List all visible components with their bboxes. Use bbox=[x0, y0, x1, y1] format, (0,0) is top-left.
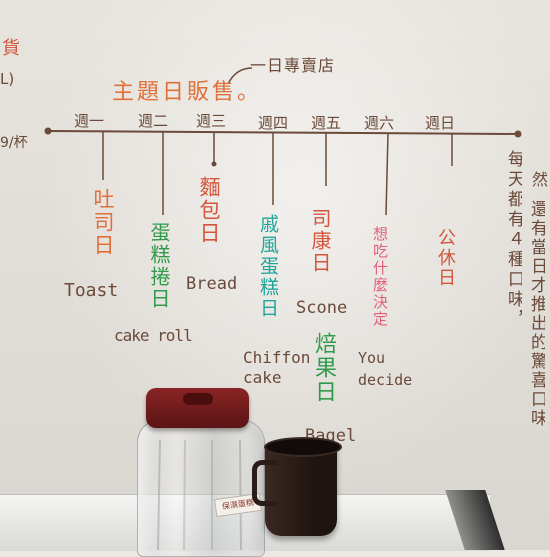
day-mon-zh: 吐司日 bbox=[91, 188, 115, 257]
weekday-tue: 週二 bbox=[138, 112, 169, 130]
right-note-fragment: 然 bbox=[532, 170, 549, 189]
day-thu-en: Chiffon cake bbox=[243, 348, 311, 387]
jar-tag-label: 保濕蛋糕 bbox=[221, 497, 255, 512]
coffee-mug bbox=[265, 444, 337, 536]
weekday-wed: 週三 bbox=[196, 112, 227, 130]
jar-lid-knob bbox=[183, 393, 213, 405]
day-fri-en: Scone bbox=[296, 298, 348, 318]
day-tue-zh: 蛋糕捲日 bbox=[147, 222, 171, 310]
weekday-sat: 週六 bbox=[364, 114, 395, 132]
board-title: 主題日販售。 bbox=[112, 80, 263, 105]
weekday-mon: 週一 bbox=[74, 112, 105, 130]
day-fri-zh: 司康日 bbox=[308, 208, 332, 274]
day-wed-en: Bread bbox=[186, 274, 238, 294]
day-sat-en: You decide bbox=[358, 349, 413, 389]
fragment-top-left: 貨 bbox=[2, 38, 20, 59]
day-sat-zh: 想吃什麼決定 bbox=[370, 226, 418, 329]
mug-handle bbox=[252, 460, 277, 506]
day-tue-en: cake roll bbox=[114, 326, 193, 345]
day-fri-zh-2: 焙果日 bbox=[311, 332, 336, 404]
fragment-left-paren: L) bbox=[0, 70, 15, 88]
tick-sat bbox=[385, 132, 389, 216]
right-note-daily-flavors: 每天都有４種口味， bbox=[505, 150, 522, 330]
note-one-day-shop: 一日專賣店 bbox=[250, 56, 336, 75]
day-sun-zh: 公休日 bbox=[435, 228, 456, 288]
day-thu-zh: 戚風蛋糕日 bbox=[257, 214, 279, 319]
right-note-surprise: 還有當日才推出的驚喜口味 bbox=[528, 200, 545, 428]
day-mon-en: Toast bbox=[64, 280, 119, 301]
fragment-left-price: 9/杯 bbox=[0, 135, 28, 151]
day-wed-zh: 麵包日 bbox=[197, 176, 221, 245]
weekday-sun: 週日 bbox=[425, 114, 456, 132]
weekday-fri: 週五 bbox=[311, 114, 342, 132]
weekday-thu: 週四 bbox=[258, 114, 289, 132]
day-sat-zh-text: 想吃什麼決定 bbox=[371, 226, 389, 328]
mug-rim bbox=[264, 437, 342, 457]
